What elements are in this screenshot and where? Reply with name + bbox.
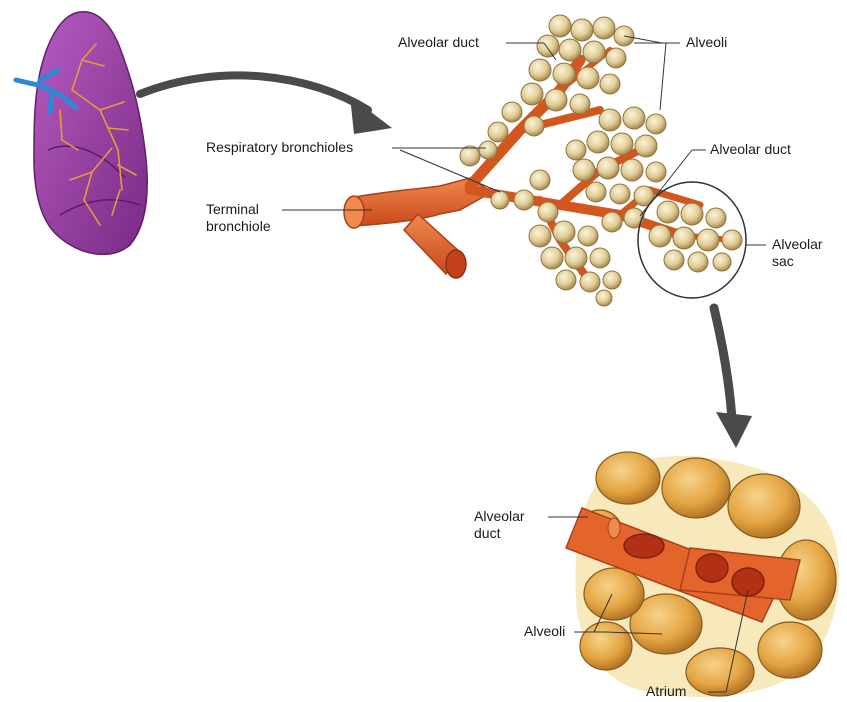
- label-alveolar-sac: Alveolar sac: [772, 236, 823, 270]
- lung-illustration: [16, 12, 147, 255]
- magnified-alveolar-sac: [566, 452, 839, 697]
- label-terminal-bronchiole: Terminal bronchiole: [206, 201, 271, 235]
- arrow-to-magnified-sac: [714, 308, 752, 448]
- arrow-to-bronchioles: [140, 75, 392, 134]
- label-alveoli-top: Alveoli: [686, 34, 727, 51]
- label-respiratory-bronchioles: Respiratory bronchioles: [206, 139, 353, 156]
- label-atrium: Atrium: [646, 683, 686, 700]
- label-alveoli-bottom: Alveoli: [524, 623, 565, 640]
- label-alveolar-duct-bottom: Alveolar duct: [474, 508, 525, 542]
- label-alveolar-duct-top: Alveolar duct: [398, 34, 479, 51]
- bronchiole-tree: [344, 15, 746, 306]
- label-alveolar-duct-right: Alveolar duct: [710, 141, 791, 158]
